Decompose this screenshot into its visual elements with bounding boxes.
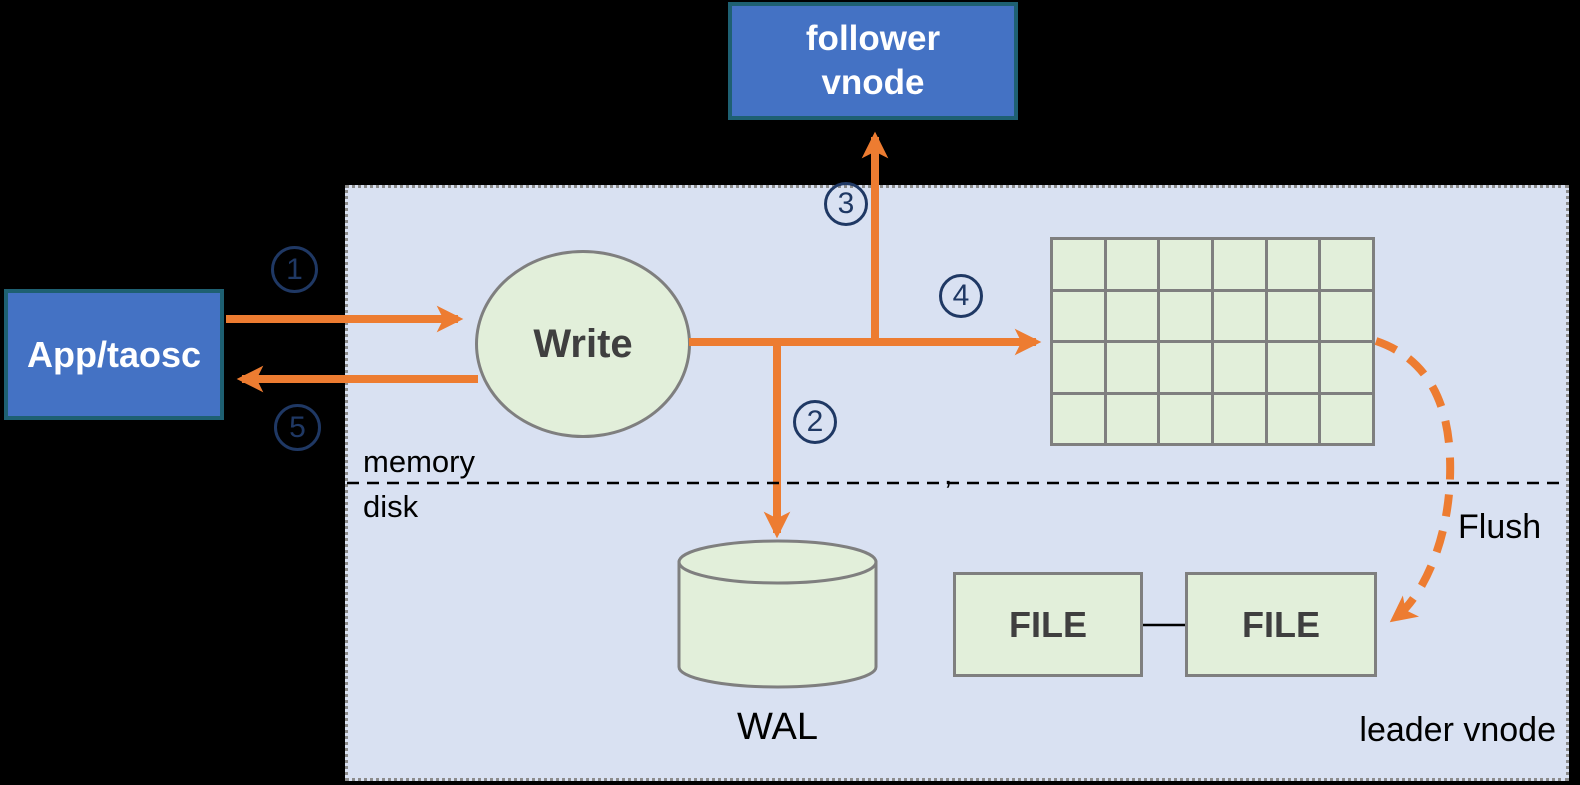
memtable-cell: [1267, 240, 1319, 289]
file-box-right-label: FILE: [1242, 603, 1320, 645]
step-badge-3-number: 3: [837, 187, 855, 220]
divider-comma-artifact: ,: [944, 458, 953, 491]
memtable-cell: [1160, 291, 1211, 340]
memtable-cell: [1053, 343, 1104, 392]
step-badge-4: 4: [939, 274, 983, 318]
leader-vnode-label: leader vnode: [1359, 711, 1556, 749]
step-badge-1: 1: [271, 246, 318, 293]
write-node-label: Write: [533, 321, 633, 366]
memtable-cell: [1106, 343, 1158, 392]
follower-vnode-label-line2: vnode: [821, 63, 925, 102]
arrow-flush-memtable-to-file: [1374, 337, 1455, 623]
memtable-cell: [1321, 394, 1372, 443]
memtable-cell: [1214, 394, 1265, 443]
memtable-cell: [1321, 240, 1372, 289]
memtable-cell: [1160, 343, 1211, 392]
wal-cylinder-body: [677, 560, 878, 689]
step-badge-4-number: 4: [952, 279, 970, 312]
follower-vnode-box: follower vnode: [728, 2, 1018, 120]
memtable-cell: [1321, 291, 1372, 340]
memtable-cell: [1267, 343, 1319, 392]
step-badge-1-number: 1: [286, 252, 303, 286]
wal-cylinder-top: [677, 539, 878, 585]
step-badge-2-number: 2: [806, 405, 824, 438]
file-box-left-label: FILE: [1009, 603, 1087, 645]
step-badge-5-number: 5: [289, 410, 306, 444]
memtable-grid: [1050, 237, 1375, 446]
disk-label: disk: [363, 489, 419, 524]
follower-vnode-label-line1: follower: [805, 19, 941, 58]
memtable-cell: [1214, 240, 1265, 289]
memtable-cell: [1053, 291, 1104, 340]
memtable-cell: [1160, 394, 1211, 443]
memtable-cell: [1106, 394, 1158, 443]
memtable-cell: [1106, 240, 1158, 289]
memtable-cell: [1106, 291, 1158, 340]
memtable-cell: [1321, 343, 1372, 392]
memtable-cell: [1160, 240, 1211, 289]
memtable-cell: [1053, 240, 1104, 289]
step-badge-5: 5: [274, 404, 321, 451]
flush-label: Flush: [1458, 508, 1542, 546]
memtable-cell: [1267, 394, 1319, 443]
step-badge-3: 3: [824, 182, 868, 226]
memtable-cell: [1214, 343, 1265, 392]
memory-label: memory: [363, 444, 475, 479]
memtable-cell: [1214, 291, 1265, 340]
memtable-cell: [1053, 394, 1104, 443]
app-taosc-box: App/taosc: [4, 289, 224, 420]
wal-label: WAL: [737, 706, 818, 748]
step-badge-2: 2: [793, 400, 837, 444]
app-taosc-label: App/taosc: [26, 333, 202, 375]
file-box-left: FILE: [953, 572, 1143, 677]
file-box-right: FILE: [1185, 572, 1377, 677]
memtable-cell: [1267, 291, 1319, 340]
wal-cylinder: [677, 539, 878, 689]
